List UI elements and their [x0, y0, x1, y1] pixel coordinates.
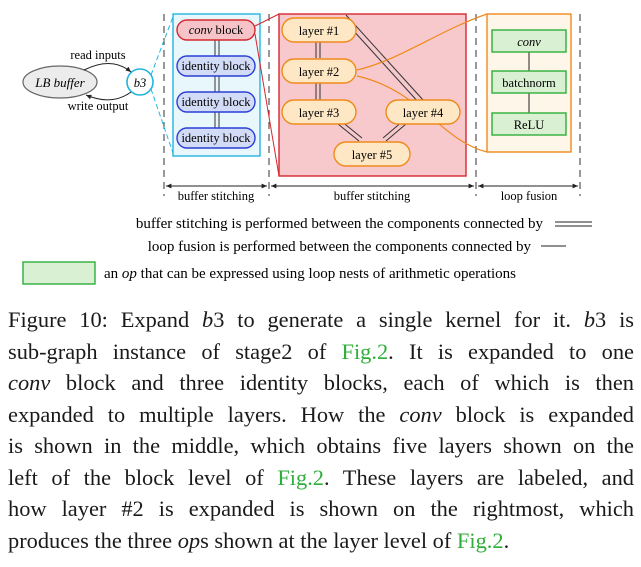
caption-line: how layer #2 is expanded is shown on the… [8, 496, 634, 521]
caption-line: is shown in the middle, which obtains fi… [8, 433, 634, 458]
legend-fusion-text: loop fusion is performed between the com… [148, 239, 532, 255]
caption-italic-term: op [177, 527, 201, 553]
layer-2-node [281, 58, 357, 84]
figure-reference-link[interactable]: Fig.2 [456, 527, 504, 553]
identity-block-label: identity block [181, 95, 251, 109]
identity-block-label: identity block [181, 59, 251, 73]
layer-label: layer #2 [299, 65, 340, 79]
op-batchnorm-node [491, 70, 567, 94]
caption-line: sub-graph instance of stage2 of Fig.2. I… [8, 338, 634, 364]
identity-block-label: identity block [181, 131, 251, 145]
conv-block-label: conv block [189, 23, 244, 37]
legend-op-text: an op that can be expressed using loop n… [104, 266, 516, 282]
write-output-label: write output [68, 99, 129, 113]
caption-line: conv block and three identity blocks, ea… [8, 370, 634, 395]
caption-italic-term: b [583, 307, 596, 332]
op-label: conv [517, 35, 541, 49]
read-inputs-label: read inputs [70, 48, 125, 62]
layer-label: layer #3 [299, 106, 340, 120]
section-label: buffer stitching [334, 189, 411, 203]
section-label: buffer stitching [178, 189, 255, 203]
layer-label: layer #5 [352, 148, 393, 162]
layer-1-node [281, 17, 357, 43]
conv-block [176, 19, 256, 41]
dashed-separators [163, 14, 581, 196]
identity-block-1 [176, 55, 256, 77]
caption-italic-term: b [201, 307, 214, 332]
expansion-diagram: LB buffer b3 read inputs write output co… [22, 13, 592, 285]
caption-italic-term: conv [399, 401, 442, 427]
figure-reference-link[interactable]: Fig.2 [277, 464, 324, 490]
op-label: batchnorm [502, 76, 556, 90]
layer-label: layer #4 [403, 106, 444, 120]
legend-stitching-text: buffer stitching is performed between th… [136, 216, 544, 232]
caption-line: left of the block level of Fig.2. These … [8, 464, 634, 490]
write-output-arrow [85, 91, 132, 101]
caption-line: Figure 10: Expand b3 to generate a singl… [8, 307, 635, 332]
conv-expansion-lines [254, 13, 280, 177]
legend-op-swatch [22, 261, 96, 285]
block-stitch-lines [214, 40, 220, 128]
layer-4-node [385, 99, 461, 125]
read-inputs-arrow [83, 63, 132, 73]
b3-expansion-lines [150, 13, 175, 157]
op-label: ReLU [514, 118, 545, 132]
caption-line: produces the three ops shown at the laye… [8, 527, 510, 553]
identity-block-3 [176, 127, 256, 149]
identity-block-2 [176, 91, 256, 113]
caption-italic-term: conv [8, 370, 51, 395]
figure-caption: Figure 10: Expand b3 to generate a singl… [8, 304, 634, 556]
layer-3-node [281, 99, 357, 125]
op-conv-node [491, 29, 567, 53]
layer-label: layer #1 [299, 24, 340, 38]
lb-buffer-node [22, 65, 98, 99]
b3-label: b3 [134, 76, 147, 90]
legend-double-line [555, 221, 592, 227]
layer-5-node [333, 141, 411, 167]
section-label: loop fusion [501, 189, 558, 203]
caption-line: expanded to multiple layers. How the con… [8, 401, 634, 427]
b3-node [126, 68, 154, 96]
figure-reference-link[interactable]: Fig.2 [341, 338, 389, 364]
lb-buffer-label: LB buffer [34, 75, 85, 90]
op-relu-node [491, 112, 567, 136]
